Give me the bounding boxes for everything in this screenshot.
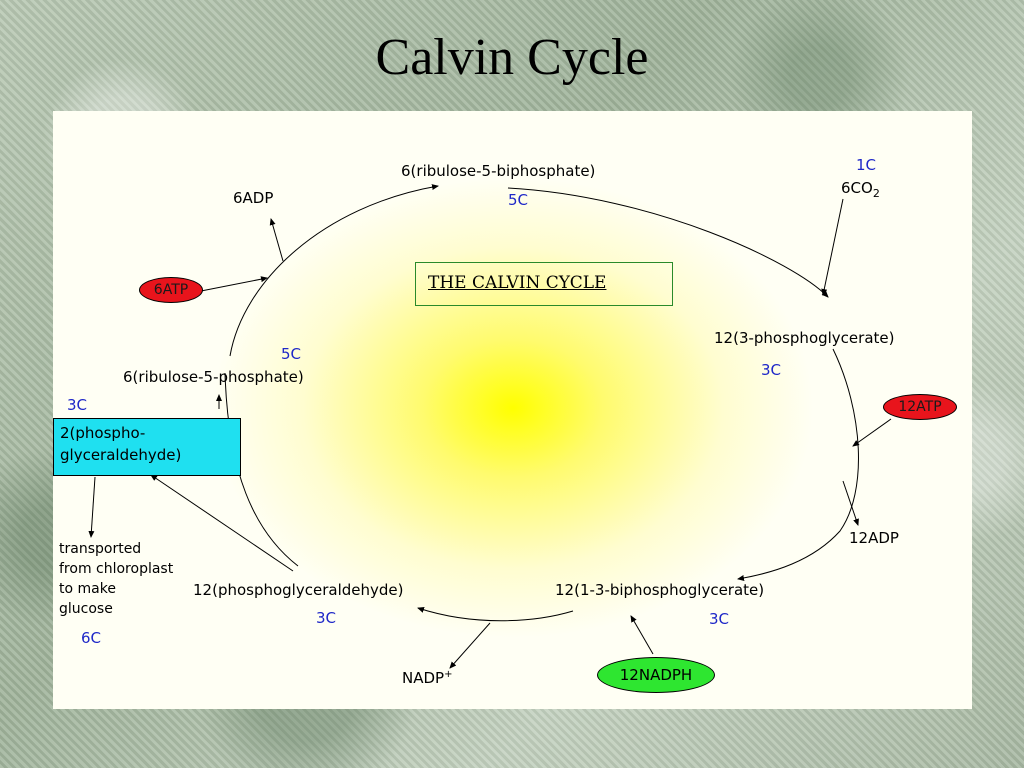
label-ribulose-phosphate-carbon: 5C [281, 345, 302, 363]
arrow-atp12-in [852, 418, 892, 447]
label-g3p-carbon: 3C [67, 396, 88, 414]
g3p-box: 2(phospho- glyceraldehyde) [53, 418, 241, 476]
arrow-nadph-in [630, 615, 654, 655]
nadph12-ellipse: 12NADPH [597, 657, 715, 693]
arrow-co2-in [821, 198, 844, 296]
cycle-title-box: THE CALVIN CYCLE [415, 262, 673, 306]
label-3-phosphoglycerate-carbon: 3C [761, 361, 782, 379]
label-glucose-carbon: 6C [81, 629, 102, 647]
arc-rubp-to-3pg [507, 187, 829, 298]
atp12-ellipse: 12ATP [883, 394, 957, 420]
arrow-to-g3p [150, 474, 294, 572]
label-transported: transported from chloroplast to make glu… [59, 541, 174, 617]
label-3-phosphoglycerate: 12(3-phosphoglycerate) [714, 329, 895, 347]
label-adp6: 6ADP [233, 189, 274, 207]
arrow-atp6-in [200, 276, 268, 292]
arrow-nadp-out [449, 622, 491, 669]
arc-ru5p-to-rubp [229, 184, 439, 357]
label-biphosphoglycerate-carbon: 3C [709, 610, 730, 628]
label-ribulose-biphosphate-carbon: 5C [508, 191, 529, 209]
label-biphosphoglycerate: 12(1-3-biphosphoglycerate) [555, 581, 765, 599]
arrow-adp6-out [269, 218, 284, 262]
label-ribulose-biphosphate: 6(ribulose-5-biphosphate) [401, 162, 596, 180]
calvin-cycle-diagram: THE CALVIN CYCLE 6(ribulose-5-biphosphat… [53, 111, 972, 709]
label-phosphoglyceraldehyde: 12(phosphoglyceraldehyde) [193, 581, 404, 599]
label-g3p: 2(phospho- glyceraldehyde) [60, 424, 182, 464]
arc-13bpg-to-pgal [417, 607, 574, 622]
arrow-adp12-out [842, 480, 859, 526]
arc-pgal-to-ru5p [224, 372, 299, 567]
atp6-ellipse: 6ATP [139, 277, 203, 303]
arc-3pg-to-13bpg [737, 348, 859, 581]
label-nadp: NADP+ [402, 669, 453, 687]
label-co2-carbon: 1C [856, 156, 877, 174]
label-phosphoglyceraldehyde-carbon: 3C [316, 609, 337, 627]
cycle-arrows [88, 184, 892, 669]
label-adp12: 12ADP [849, 529, 899, 547]
label-ribulose-phosphate: 6(ribulose-5-phosphate) [123, 368, 304, 386]
label-co2: 6CO2 [841, 179, 880, 200]
slide-title: Calvin Cycle [375, 29, 649, 86]
cycle-title: THE CALVIN CYCLE [428, 273, 607, 293]
arrow-to-transported [88, 476, 96, 538]
